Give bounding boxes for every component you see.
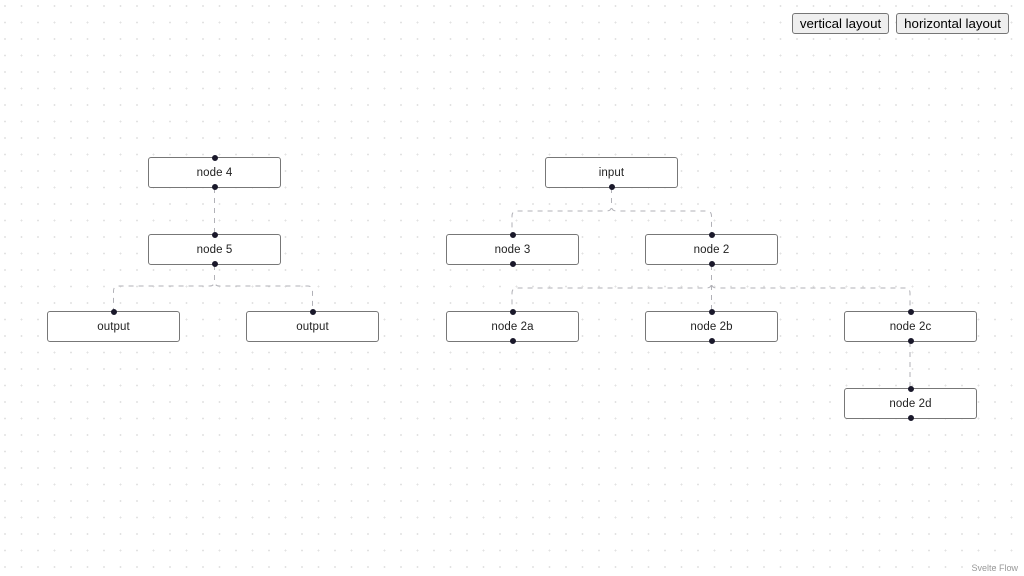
node-label: node 2	[693, 243, 730, 256]
node-node-2a[interactable]: node 2a	[446, 309, 579, 344]
horizontal-layout-button[interactable]: horizontal layout	[896, 13, 1009, 34]
handle-bottom-node-5[interactable]	[211, 261, 218, 267]
node-label: output	[97, 320, 130, 333]
node-node-2c[interactable]: node 2c	[844, 309, 977, 344]
node-label: node 5	[196, 243, 233, 256]
node-node-5[interactable]: node 5	[148, 232, 281, 267]
handle-bottom-node-2d[interactable]	[907, 415, 914, 421]
vertical-layout-button[interactable]: vertical layout	[791, 13, 890, 34]
svelte-flow-attribution[interactable]: Svelte Flow	[971, 563, 1018, 573]
handle-top-node-2[interactable]	[708, 232, 715, 238]
handle-bottom-input[interactable]	[608, 184, 615, 190]
handle-top-node-5[interactable]	[211, 232, 218, 238]
edge-node-2-to-node-2a[interactable]	[511, 265, 712, 311]
node-node-2[interactable]: node 2	[645, 232, 778, 267]
handle-top-node-2b[interactable]	[708, 309, 715, 315]
edge-input-to-node-3[interactable]	[511, 188, 612, 234]
edge-input-to-node-2[interactable]	[611, 188, 712, 234]
handle-bottom-node-4[interactable]	[211, 184, 218, 190]
node-node-2b[interactable]: node 2b	[645, 309, 778, 344]
edge-node-5-to-output-1[interactable]	[113, 265, 215, 311]
node-node-4[interactable]: node 4	[148, 155, 281, 190]
handle-bottom-node-2b[interactable]	[708, 338, 715, 344]
handle-top-node-2c[interactable]	[907, 309, 914, 315]
node-node-2d[interactable]: node 2d	[844, 386, 977, 421]
node-label: node 2c	[889, 320, 932, 333]
handle-top-output-2[interactable]	[309, 309, 316, 315]
node-label: node 2d	[889, 397, 932, 410]
node-output-1[interactable]: output	[47, 309, 180, 342]
handle-top-node-4[interactable]	[211, 155, 218, 161]
edge-node-2-to-node-2c[interactable]	[711, 265, 911, 311]
node-input[interactable]: input	[545, 157, 678, 190]
node-label: input	[598, 166, 625, 179]
handle-top-node-2d[interactable]	[907, 386, 914, 392]
node-output-2[interactable]: output	[246, 309, 379, 342]
handle-bottom-node-2[interactable]	[708, 261, 715, 267]
node-label: node 2a	[491, 320, 534, 333]
edge-node-5-to-output-2[interactable]	[214, 265, 313, 311]
node-label: node 3	[494, 243, 531, 256]
node-node-3[interactable]: node 3	[446, 232, 579, 267]
node-label: output	[296, 320, 329, 333]
handle-top-node-2a[interactable]	[509, 309, 516, 315]
handle-bottom-node-2a[interactable]	[509, 338, 516, 344]
node-label: node 2b	[690, 320, 733, 333]
handle-bottom-node-3[interactable]	[509, 261, 516, 267]
handle-top-output-1[interactable]	[110, 309, 117, 315]
node-label: node 4	[196, 166, 233, 179]
handle-top-node-3[interactable]	[509, 232, 516, 238]
layout-controls-panel: vertical layout horizontal layout	[791, 13, 1009, 34]
handle-bottom-node-2c[interactable]	[907, 338, 914, 344]
